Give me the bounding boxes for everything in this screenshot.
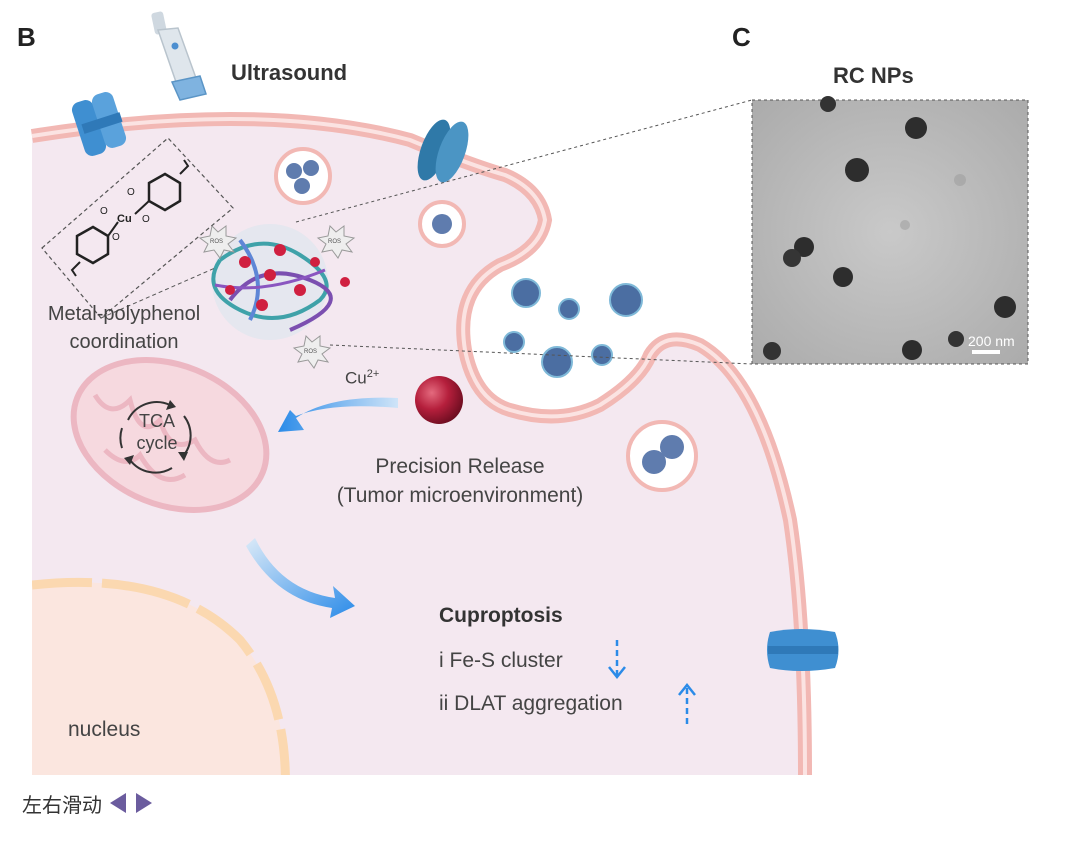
channel-protein-icon <box>71 92 127 156</box>
copper-ion-ball <box>415 376 463 424</box>
prev-arrow-icon[interactable] <box>108 792 128 814</box>
release-line1: Precision Release <box>375 455 545 478</box>
swipe-nav: 左右滑动 <box>22 786 154 820</box>
channel-protein-icon <box>767 629 839 671</box>
tca-line1: TCA <box>139 411 175 431</box>
ultrasound-label: Ultrasound <box>231 60 348 85</box>
swipe-hint-label: 左右滑动 <box>22 792 102 817</box>
endosome <box>274 147 332 205</box>
ros-label: ROS <box>328 239 341 245</box>
ultrasound-probe-icon <box>151 11 207 101</box>
nucleus <box>32 577 290 775</box>
down-arrow-icon <box>608 640 626 680</box>
ros-label: ROS <box>210 239 223 245</box>
ros-label: ROS <box>304 349 317 355</box>
endosome <box>626 420 698 492</box>
panel-label-c: C <box>732 22 751 52</box>
next-arrow-icon[interactable] <box>134 792 154 814</box>
oxygen-atom-label: O <box>100 206 108 217</box>
oxygen-atom-label: O <box>127 187 135 198</box>
coordination-label: Metal-polyphenol coordination <box>24 300 224 356</box>
nanoparticle-cluster <box>503 278 643 378</box>
release-arrow <box>278 397 398 432</box>
ros-burst: ROS <box>316 224 356 259</box>
cuproptosis-item-1: i Fe-S cluster <box>439 649 563 672</box>
metal-atom-label: Cu <box>117 213 132 225</box>
tem-image: 200 nm <box>751 96 1029 365</box>
panel-label-b: B <box>17 22 36 52</box>
copper-ion-label: Cu2+ <box>345 368 379 389</box>
coordination-label-line1: Metal-polyphenol <box>47 303 201 325</box>
coordination-label-line2: coordination <box>69 331 179 353</box>
channel-protein-icon <box>417 119 469 183</box>
up-arrow-icon <box>678 682 696 724</box>
molecule-structure: Cu O O O O <box>41 137 234 319</box>
ros-burst: ROS <box>198 224 238 259</box>
oxygen-atom-label: O <box>142 214 150 225</box>
release-line2: (Tumor microenvironment) <box>336 484 584 507</box>
oxygen-atom-label: O <box>112 232 120 243</box>
cuproptosis-arrow <box>246 538 355 618</box>
cuproptosis-title: Cuproptosis <box>439 604 563 627</box>
mitochondrion <box>70 357 270 513</box>
endosome <box>418 200 466 248</box>
tca-cycle-label: TCA cycle <box>122 410 192 454</box>
tca-cycle-icon <box>119 400 192 474</box>
cuproptosis-item-2: ii DLAT aggregation <box>439 692 623 715</box>
ros-burst: ROS <box>292 334 332 369</box>
copper-ion-symbol: Cu <box>345 368 367 388</box>
tem-title: RC NPs <box>833 63 914 88</box>
copper-ion-charge: 2+ <box>366 368 380 380</box>
nucleus-label: nucleus <box>68 718 141 741</box>
tca-line2: cycle <box>136 433 178 453</box>
scale-bar-label: 200 nm <box>968 333 1015 349</box>
precision-release-label: Precision Release (Tumor microenvironmen… <box>280 452 640 510</box>
rc-nanoparticle <box>211 224 350 340</box>
